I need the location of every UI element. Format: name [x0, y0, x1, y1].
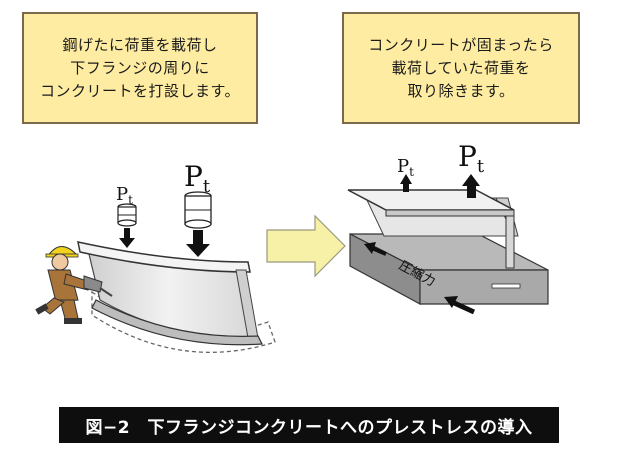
concrete-end-face [419, 269, 549, 305]
composite-girder [347, 189, 549, 306]
note-right-box: コンクリートが固まったら 載荷していた荷重を 取り除きます。 [342, 12, 580, 124]
compression-arrow-left [364, 242, 387, 256]
up-arrow-icon-small: Pt [397, 156, 414, 192]
girder-top-flange [77, 241, 251, 273]
note-right-line-1: コンクリートが固まったら [368, 35, 554, 54]
pt-label-large: Pt [184, 160, 211, 197]
note-left-line-3: コンクリートを打設します。 [39, 81, 240, 100]
down-arrow-icon-small [119, 228, 135, 248]
steel-web-front [505, 215, 515, 269]
concrete-form-outline [91, 290, 276, 353]
right-arrow-icon [266, 214, 346, 278]
pt-label-right-small: Pt [397, 156, 414, 179]
worker-icon [35, 246, 113, 324]
worker-vibrator-tool [83, 275, 103, 293]
compression-arrow-right [444, 296, 476, 315]
pt-label-small: Pt [116, 184, 133, 207]
figure-caption: 図−2 下フランジコンクリートへのプレストレスの導入 [59, 407, 559, 443]
small-weight-icon: Pt [116, 184, 137, 227]
note-right-line-3: 取り除きます。 [407, 81, 515, 100]
pt-label-right-large: Pt [458, 140, 485, 177]
large-weight-icon: Pt [184, 160, 212, 229]
prestress-diagram: Pt Pt [35, 140, 549, 353]
note-left-line-2: 下フランジの周りに [70, 58, 210, 77]
up-arrow-icon-large: Pt [458, 140, 485, 198]
girder-bottom-flange [91, 299, 263, 346]
note-left-line-1: 鋼げたに荷重を載荷し [62, 35, 218, 54]
note-right-line-2: 載荷していた荷重を [391, 58, 531, 77]
down-arrow-icon-large [186, 230, 210, 257]
note-left-box: 鋼げたに荷重を載荷し 下フランジの周りに コンクリートを打設します。 [22, 12, 258, 124]
loaded-steel-girder [77, 241, 276, 353]
